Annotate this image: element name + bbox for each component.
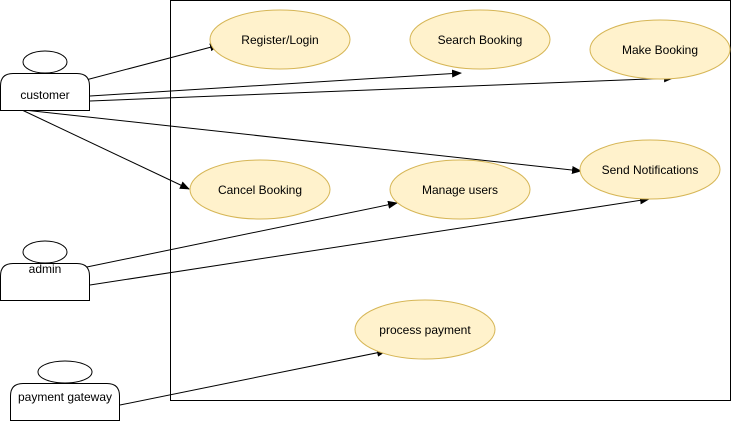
association-lines	[21, 43, 674, 406]
association-payment-gateway-process-payment	[119, 348, 387, 406]
user-icon	[10, 360, 120, 421]
association-customer-make-booking	[89, 74, 674, 102]
use-case-search-booking[interactable]: Search Booking	[409, 9, 551, 70]
use-case-manage-users[interactable]: Manage users	[389, 159, 531, 220]
use-case-label: Register/Login	[241, 33, 318, 47]
use-case-send-notifications[interactable]: Send Notifications	[579, 139, 721, 200]
user-icon	[0, 240, 90, 301]
association-admin-manage-users	[81, 200, 398, 269]
actor-payment-gateway[interactable]: payment gateway	[10, 360, 120, 421]
use-case-cancel-booking[interactable]: Cancel Booking	[189, 159, 331, 220]
user-icon	[0, 50, 90, 111]
use-case-label: Cancel Booking	[218, 183, 302, 197]
use-case-label: Send Notifications	[602, 163, 699, 177]
use-case-label: Search Booking	[438, 33, 523, 47]
actor-customer[interactable]: customer	[0, 50, 90, 111]
use-case-process-payment[interactable]: process payment	[354, 299, 496, 360]
association-admin-send-notifications	[89, 196, 650, 286]
use-case-label: Manage users	[422, 183, 498, 197]
actor-admin[interactable]: admin	[0, 240, 90, 301]
use-case-label: Make Booking	[622, 43, 698, 57]
actor-label: admin	[29, 262, 62, 276]
association-customer-register-login	[81, 43, 220, 82]
actor-label: customer	[20, 88, 69, 102]
association-customer-cancel-booking	[21, 109, 190, 190]
actor-label: payment gateway	[18, 390, 112, 404]
use-case-register-login[interactable]: Register/Login	[209, 9, 351, 70]
association-customer-search-booking	[89, 69, 462, 97]
association-customer-send-notifications	[23, 109, 582, 174]
use-case-label: process payment	[379, 323, 471, 337]
use-case-make-booking[interactable]: Make Booking	[589, 19, 731, 80]
